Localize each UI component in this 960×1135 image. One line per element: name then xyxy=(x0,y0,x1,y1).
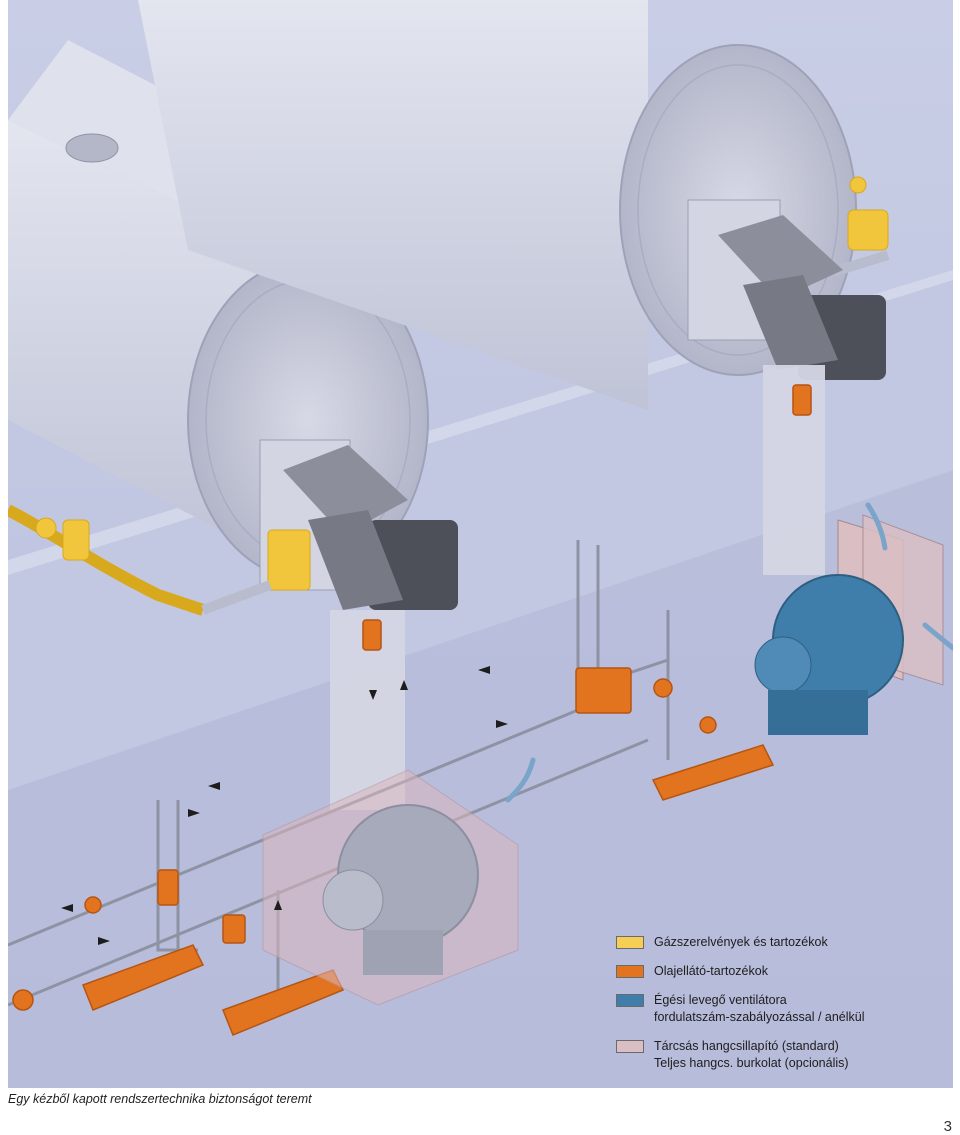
legend-label: Tárcsás hangcsillapító (standard) xyxy=(654,1039,839,1053)
legend-item-oil: Olajellátó-tartozékok xyxy=(616,963,936,980)
burner-right xyxy=(718,215,886,380)
page-caption: Egy kézből kapott rendszertechnika bizto… xyxy=(8,1092,312,1106)
airflow-arrows xyxy=(505,502,953,803)
boiler-system-illustration xyxy=(8,0,953,1088)
legend-label: Teljes hangcs. burkolat (opcionális) xyxy=(654,1056,849,1070)
legend-label: Gázszerelvények és tartozékok xyxy=(654,935,828,949)
legend-label: Olajellátó-tartozékok xyxy=(654,964,768,978)
legend-swatch-oil xyxy=(616,965,644,978)
flow-arrows xyxy=(61,666,508,945)
legend-item-gas: Gázszerelvények és tartozékok xyxy=(616,934,936,951)
legend-item-silencer: Tárcsás hangcsillapító (standard) Teljes… xyxy=(616,1038,936,1072)
burner-left xyxy=(283,445,458,610)
legend-item-fan: Égési levegő ventilátora fordulatszám-sz… xyxy=(616,992,936,1026)
gas-train-right xyxy=(831,176,890,277)
legend-label: Égési levegő ventilátora xyxy=(654,993,787,1007)
oil-accessories xyxy=(12,384,812,1036)
legend-label: fordulatszám-szabályozással / anélkül xyxy=(654,1010,865,1024)
legend-swatch-fan xyxy=(616,994,644,1007)
fan-right-blue xyxy=(754,574,904,735)
fan-left-grey xyxy=(322,804,479,975)
legend-swatch-gas xyxy=(616,936,644,949)
page-number: 3 xyxy=(943,1118,952,1135)
legend-swatch-silencer xyxy=(616,1040,644,1053)
legend: Gázszerelvények és tartozékok Olajellátó… xyxy=(616,934,936,1084)
gas-train-left xyxy=(8,504,311,616)
